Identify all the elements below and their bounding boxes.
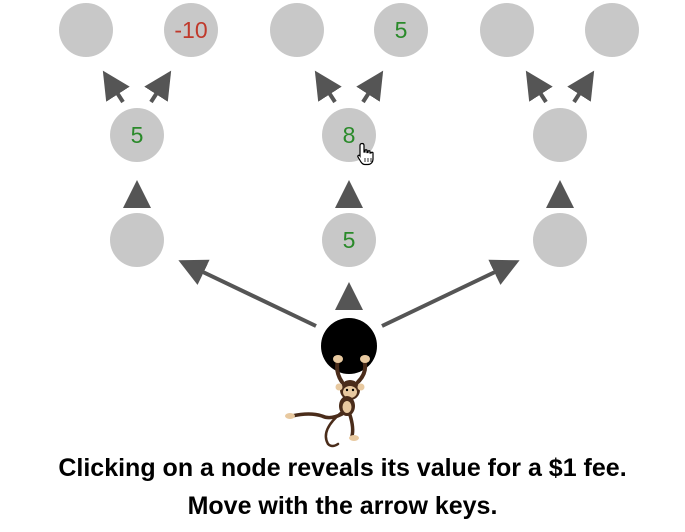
node-middle-leaf-right[interactable]: 5	[374, 3, 428, 57]
hand-pointer-icon	[357, 142, 374, 166]
arrow-right-l2-to-leaf-left	[525, 70, 553, 104]
node-middle-leaf-left[interactable]	[270, 3, 324, 57]
arrow-left-l2-to-leaf-left	[102, 70, 130, 104]
node-value: 5	[342, 226, 356, 253]
node-value: 5	[130, 121, 144, 148]
arrow-root-to-left	[178, 259, 317, 328]
node-right-level1[interactable]	[533, 213, 587, 267]
node-value: 5	[394, 16, 408, 43]
arrow-middle-l2-to-leaf-left	[314, 70, 342, 104]
instruction-fee: Clicking on a node reveals its value for…	[58, 454, 627, 482]
arrow-right-l2-to-leaf-right	[567, 70, 595, 104]
node-value: -10	[174, 16, 208, 43]
node-right-leaf-left[interactable]	[480, 3, 534, 57]
node-right-level2[interactable]	[533, 108, 587, 162]
arrow-root-to-right	[381, 259, 520, 328]
node-middle-level1[interactable]: 5	[322, 213, 376, 267]
node-left-level2[interactable]: 5	[110, 108, 164, 162]
node-right-leaf-right[interactable]	[585, 3, 639, 57]
start-node	[321, 318, 377, 374]
arrow-left-l2-to-leaf-right	[144, 70, 172, 104]
node-left-leaf-right[interactable]: -10	[164, 3, 218, 57]
monkey-icon	[285, 355, 370, 448]
instruction-controls: Move with the arrow keys.	[187, 492, 498, 520]
node-left-level1[interactable]	[110, 213, 164, 267]
arrow-middle-l2-to-leaf-right	[356, 70, 384, 104]
node-left-leaf-left[interactable]	[59, 3, 113, 57]
node-value: 8	[342, 121, 356, 148]
